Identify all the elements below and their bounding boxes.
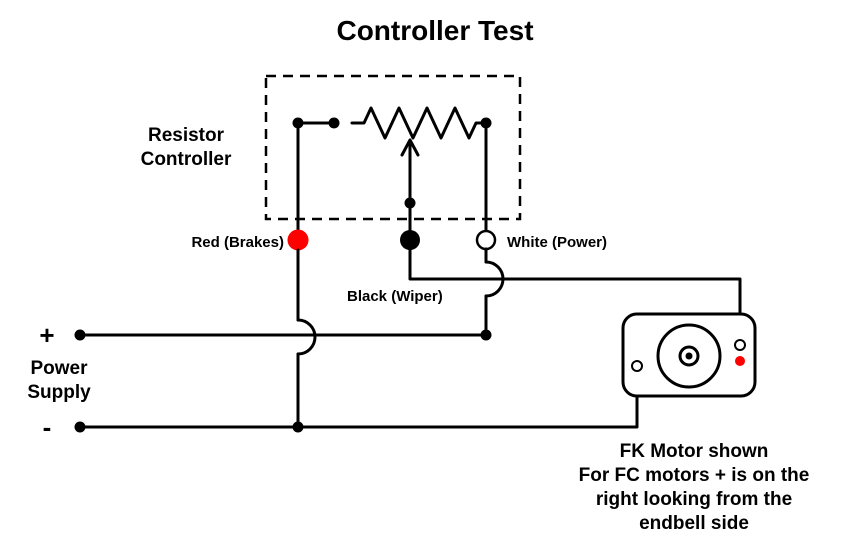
controller-enclosure: [264, 74, 522, 221]
controller-label-line1: Resistor: [148, 125, 225, 146]
motor-icon: [621, 312, 757, 398]
red-terminal: [287, 229, 309, 251]
minus-rail: [78, 370, 639, 429]
power-supply-label-line1: Power: [30, 358, 88, 379]
motor-note-line4: endbell side: [639, 513, 749, 534]
diagram-title: Controller Test: [336, 15, 533, 46]
motor-plus-dot: [735, 356, 745, 366]
black-terminal: [400, 230, 420, 250]
motor-note-line3: right looking from the: [596, 489, 792, 510]
red-brake-wire: [296, 248, 317, 429]
minus-junction: [292, 421, 304, 433]
motor-note-line1: FK Motor shown: [620, 441, 769, 462]
plus-symbol: +: [39, 320, 54, 350]
black-terminal-label: Black (Wiper): [347, 288, 443, 305]
white-terminal: [475, 229, 497, 251]
motor-note-line2: For FC motors + is on the: [579, 465, 810, 486]
controller-label-line2: Controller: [141, 149, 232, 170]
white-terminal-label: White (Power): [507, 234, 607, 251]
resistor-icon: [350, 106, 492, 140]
brake-contact: [292, 117, 340, 129]
minus-rail-terminal: [74, 421, 86, 433]
black-wiper-wire: [408, 248, 742, 342]
power-supply-label-line2: Supply: [27, 382, 91, 403]
white-power-wire: [480, 247, 505, 341]
red-terminal-label: Red (Brakes): [191, 234, 284, 251]
wiper-arrow-icon: [400, 138, 420, 209]
minus-symbol: -: [43, 412, 52, 442]
plus-rail-terminal: [74, 329, 86, 341]
